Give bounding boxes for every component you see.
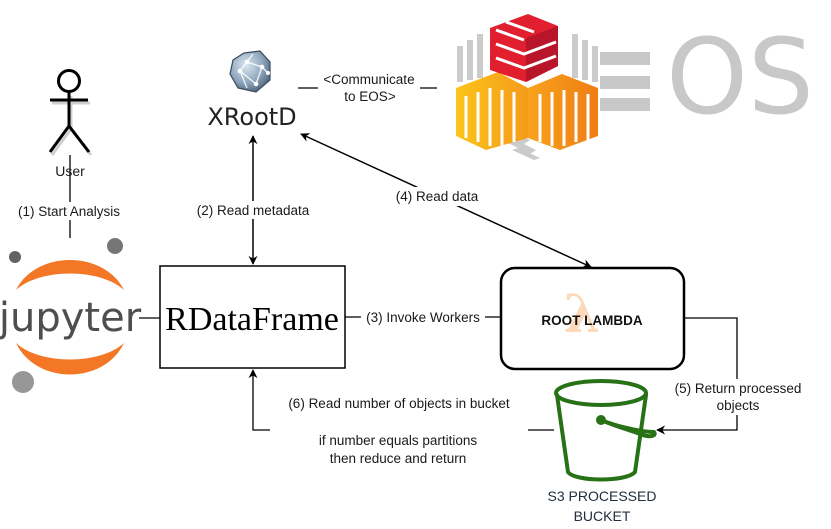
eos-label: OS <box>666 16 814 138</box>
edge-label-bg <box>192 201 316 219</box>
rdataframe-label: RDataFrame <box>165 301 339 338</box>
edge-label-start-analysis: (1) Start Analysis <box>18 204 120 219</box>
root-lambda-label: ROOT LAMBDA <box>541 313 642 328</box>
user-node: User <box>48 69 93 179</box>
jupyter-node: jupyter <box>0 238 142 393</box>
s3-bucket-node: S3 PROCESSED BUCKET <box>548 379 657 524</box>
s3-label-line1: S3 PROCESSED <box>548 488 657 504</box>
edge-label-return-line2: objects <box>717 398 760 413</box>
bucket-icon <box>554 379 657 482</box>
rdataframe-box <box>159 265 346 369</box>
rdataframe-node: RDataFrame <box>159 265 346 369</box>
edge-label-bg <box>389 187 485 206</box>
jupyter-logo-icon <box>9 238 124 393</box>
eos-cube-logo-icon <box>456 14 598 160</box>
edge-label-bg <box>10 202 132 220</box>
xrootd-globe-icon <box>229 50 271 93</box>
edge-label-return-line1: (5) Return processed <box>675 381 802 396</box>
stick-figure-icon <box>48 69 93 156</box>
edge-label-communicate-line2: to EOS> <box>344 89 396 104</box>
edge-label-read-count: (6) Read number of objects in bucket <box>288 396 510 411</box>
edge-label-communicate-line1: <Communicate <box>323 72 414 87</box>
edge-label-read-data: (4) Read data <box>396 189 479 204</box>
root-lambda-box <box>499 266 686 371</box>
edge-note-line1: if number equals partitions <box>319 433 478 448</box>
edge-label-bg <box>270 421 528 469</box>
edge-return-objects <box>656 317 738 435</box>
user-label: User <box>55 163 85 179</box>
lambda-icon: λ <box>564 284 600 345</box>
root-lambda-node: λ ROOT LAMBDA <box>499 266 686 371</box>
edge-label-bg <box>654 379 824 415</box>
eos-e-bars-icon <box>600 52 650 111</box>
edge-note-line2: then reduce and return <box>330 451 467 466</box>
edge-label-bg <box>268 393 530 412</box>
jupyter-label: jupyter <box>0 295 142 341</box>
eos-node: OS <box>456 14 814 160</box>
xrootd-label: XRootD <box>207 103 296 131</box>
edge-label-read-metadata: (2) Read metadata <box>197 203 310 218</box>
s3-label-line2: BUCKET <box>574 508 631 524</box>
edge-label-invoke-workers: (3) Invoke Workers <box>366 310 480 325</box>
xrootd-node: XRootD <box>207 50 297 131</box>
edge-label-bg <box>361 308 485 326</box>
